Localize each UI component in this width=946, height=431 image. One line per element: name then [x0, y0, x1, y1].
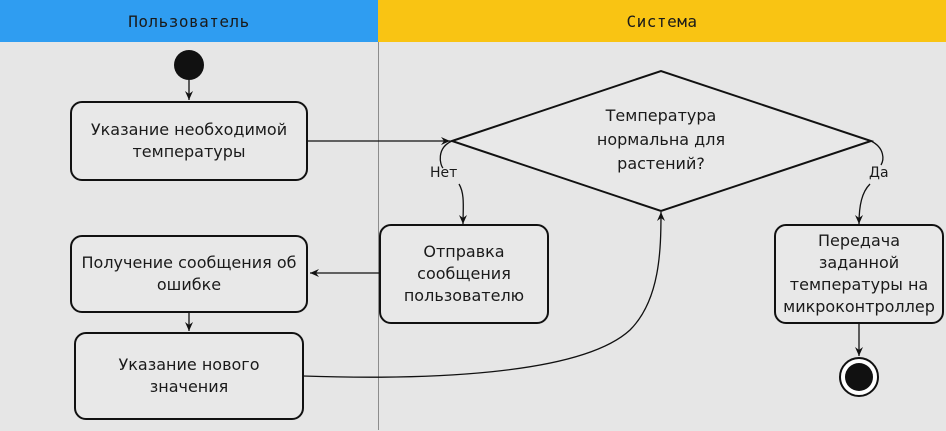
edge-label-no: Нет — [430, 165, 458, 181]
edge-yes — [859, 140, 884, 224]
end-node-inner — [845, 363, 873, 391]
node-specify-new-value: Указание нового значения — [74, 332, 304, 420]
node-send-message: Отправка сообщения пользователю — [379, 224, 549, 324]
lane-header-user: Пользователь — [0, 0, 378, 42]
start-node — [174, 50, 204, 80]
lane-header-system: Система — [378, 0, 946, 42]
node-receive-error: Получение сообщения об ошибке — [70, 235, 308, 313]
decision-label: Температура нормальна для растений? — [596, 106, 726, 173]
edge-label-yes: Да — [869, 165, 889, 181]
node-specify-temperature: Указание необходимой температуры — [70, 101, 308, 181]
edge-new-to-decision — [302, 211, 665, 378]
node-transmit-temperature: Передача заданной температуры на микроко… — [774, 224, 944, 324]
edge-no — [439, 140, 463, 224]
